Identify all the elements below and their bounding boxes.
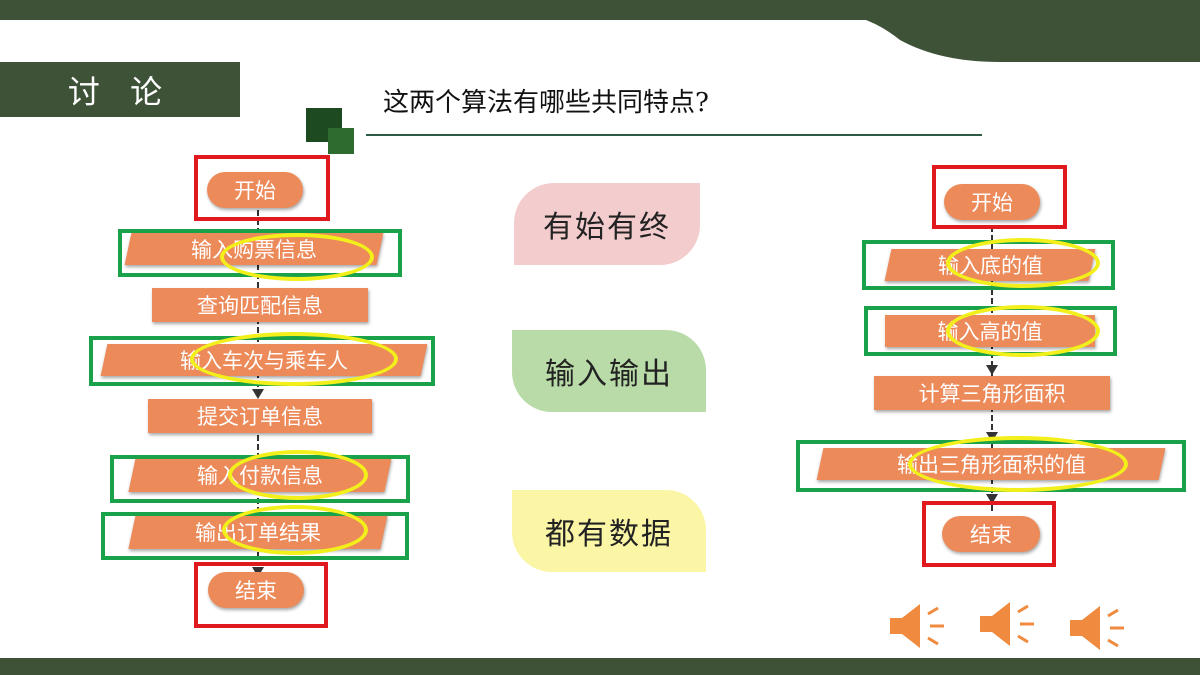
left-start-label: 开始	[234, 179, 276, 203]
right-step-2-highlight	[946, 305, 1100, 357]
left-step-2: 查询匹配信息	[152, 288, 368, 322]
header-curve	[860, 18, 1200, 62]
feature-leaf-1: 有始有终	[514, 183, 700, 265]
left-end-node: 结束	[208, 572, 304, 608]
feature-leaf-3: 都有数据	[512, 490, 706, 572]
left-step-6-highlight	[222, 505, 368, 555]
feature-1-label: 有始有终	[543, 210, 671, 245]
left-step-5-highlight	[228, 450, 368, 500]
title-underline	[366, 134, 982, 136]
left-step-2-label: 查询匹配信息	[197, 294, 323, 318]
question-title: 这两个算法有哪些共同特点?	[383, 88, 709, 118]
left-step-3-highlight	[190, 332, 398, 386]
decor-square-green	[328, 128, 354, 154]
speaker-icon[interactable]	[886, 598, 950, 654]
left-step-4: 提交订单信息	[148, 399, 372, 433]
right-end-node: 结束	[942, 516, 1040, 552]
left-end-redbox	[194, 562, 328, 628]
left-start-redbox	[194, 155, 330, 221]
top-bar	[0, 0, 1200, 20]
left-start-node: 开始	[207, 172, 303, 208]
left-step-4-label: 提交订单信息	[197, 405, 323, 429]
right-start-redbox	[932, 165, 1067, 229]
left-step-1-highlight	[220, 233, 374, 281]
speaker-icon[interactable]	[1066, 600, 1130, 656]
right-end-redbox	[922, 501, 1056, 567]
right-step-4-highlight	[908, 436, 1128, 492]
speaker-icon[interactable]	[976, 596, 1040, 652]
feature-leaf-2: 输入输出	[512, 330, 706, 412]
right-step-1-highlight	[946, 238, 1100, 288]
right-start-label: 开始	[971, 191, 1013, 215]
bottom-bar	[0, 658, 1200, 675]
right-end-label: 结束	[970, 523, 1012, 547]
right-step-3-label: 计算三角形面积	[918, 382, 1066, 406]
feature-3-label: 都有数据	[545, 517, 673, 552]
right-step-3: 计算三角形面积	[874, 376, 1110, 410]
discussion-badge: 讨 论	[0, 62, 240, 117]
feature-2-label: 输入输出	[545, 357, 673, 392]
right-start-node: 开始	[944, 184, 1040, 220]
left-end-label: 结束	[235, 579, 277, 603]
